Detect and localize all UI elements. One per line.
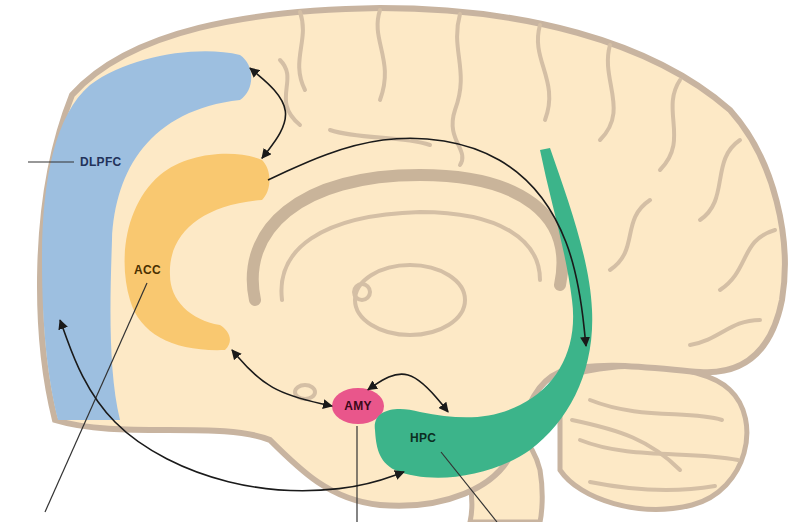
cerebrum-outline xyxy=(40,8,785,506)
commissure xyxy=(354,284,370,300)
cingulate-region: ACC xyxy=(118,150,268,355)
sulcus-line xyxy=(453,14,463,165)
connection-arrow xyxy=(268,138,586,346)
corpus-callosum xyxy=(253,175,563,300)
leader-lines xyxy=(28,162,497,522)
sulcus-line xyxy=(600,45,614,140)
region-shape xyxy=(370,140,595,485)
leader-line xyxy=(45,283,147,512)
cerebellum-folia xyxy=(572,400,738,490)
region-fill xyxy=(375,148,593,478)
region-shape xyxy=(118,150,268,355)
folium-line xyxy=(590,482,715,490)
region-fill xyxy=(125,154,270,350)
connection-arrow xyxy=(250,68,286,158)
region-label: HPC xyxy=(410,430,436,446)
region-label: AMY xyxy=(344,398,372,414)
hippocampus-region: HPC xyxy=(370,140,595,485)
edge-group xyxy=(60,68,586,490)
fornix-line xyxy=(281,212,540,300)
sulcus-line xyxy=(299,12,305,90)
sulcus-line xyxy=(610,200,650,270)
sulcus-line xyxy=(280,60,300,125)
sulcus-line xyxy=(720,230,775,290)
sulcus-line xyxy=(330,130,430,145)
sulcus-line xyxy=(378,10,385,100)
region-label: ACC xyxy=(134,262,161,278)
region-fill xyxy=(332,388,384,424)
connection-arrow xyxy=(232,350,332,406)
leader-line xyxy=(441,452,497,522)
sulcus-line xyxy=(690,320,760,345)
sulcus-line xyxy=(660,80,680,170)
folium-line xyxy=(590,400,722,420)
folium-line xyxy=(572,420,680,470)
connection-arrow xyxy=(368,374,448,412)
amygdala-region: AMY xyxy=(332,388,384,424)
leader-line xyxy=(356,426,357,522)
region-label: DLPFC xyxy=(80,154,122,170)
sulcus-line xyxy=(700,140,740,220)
thalamus xyxy=(355,265,465,335)
leader-line xyxy=(28,161,74,162)
connection-arrow xyxy=(60,320,404,491)
cerebellum xyxy=(560,366,747,509)
optic-chiasm xyxy=(295,385,315,399)
sulcus-line xyxy=(538,25,549,120)
